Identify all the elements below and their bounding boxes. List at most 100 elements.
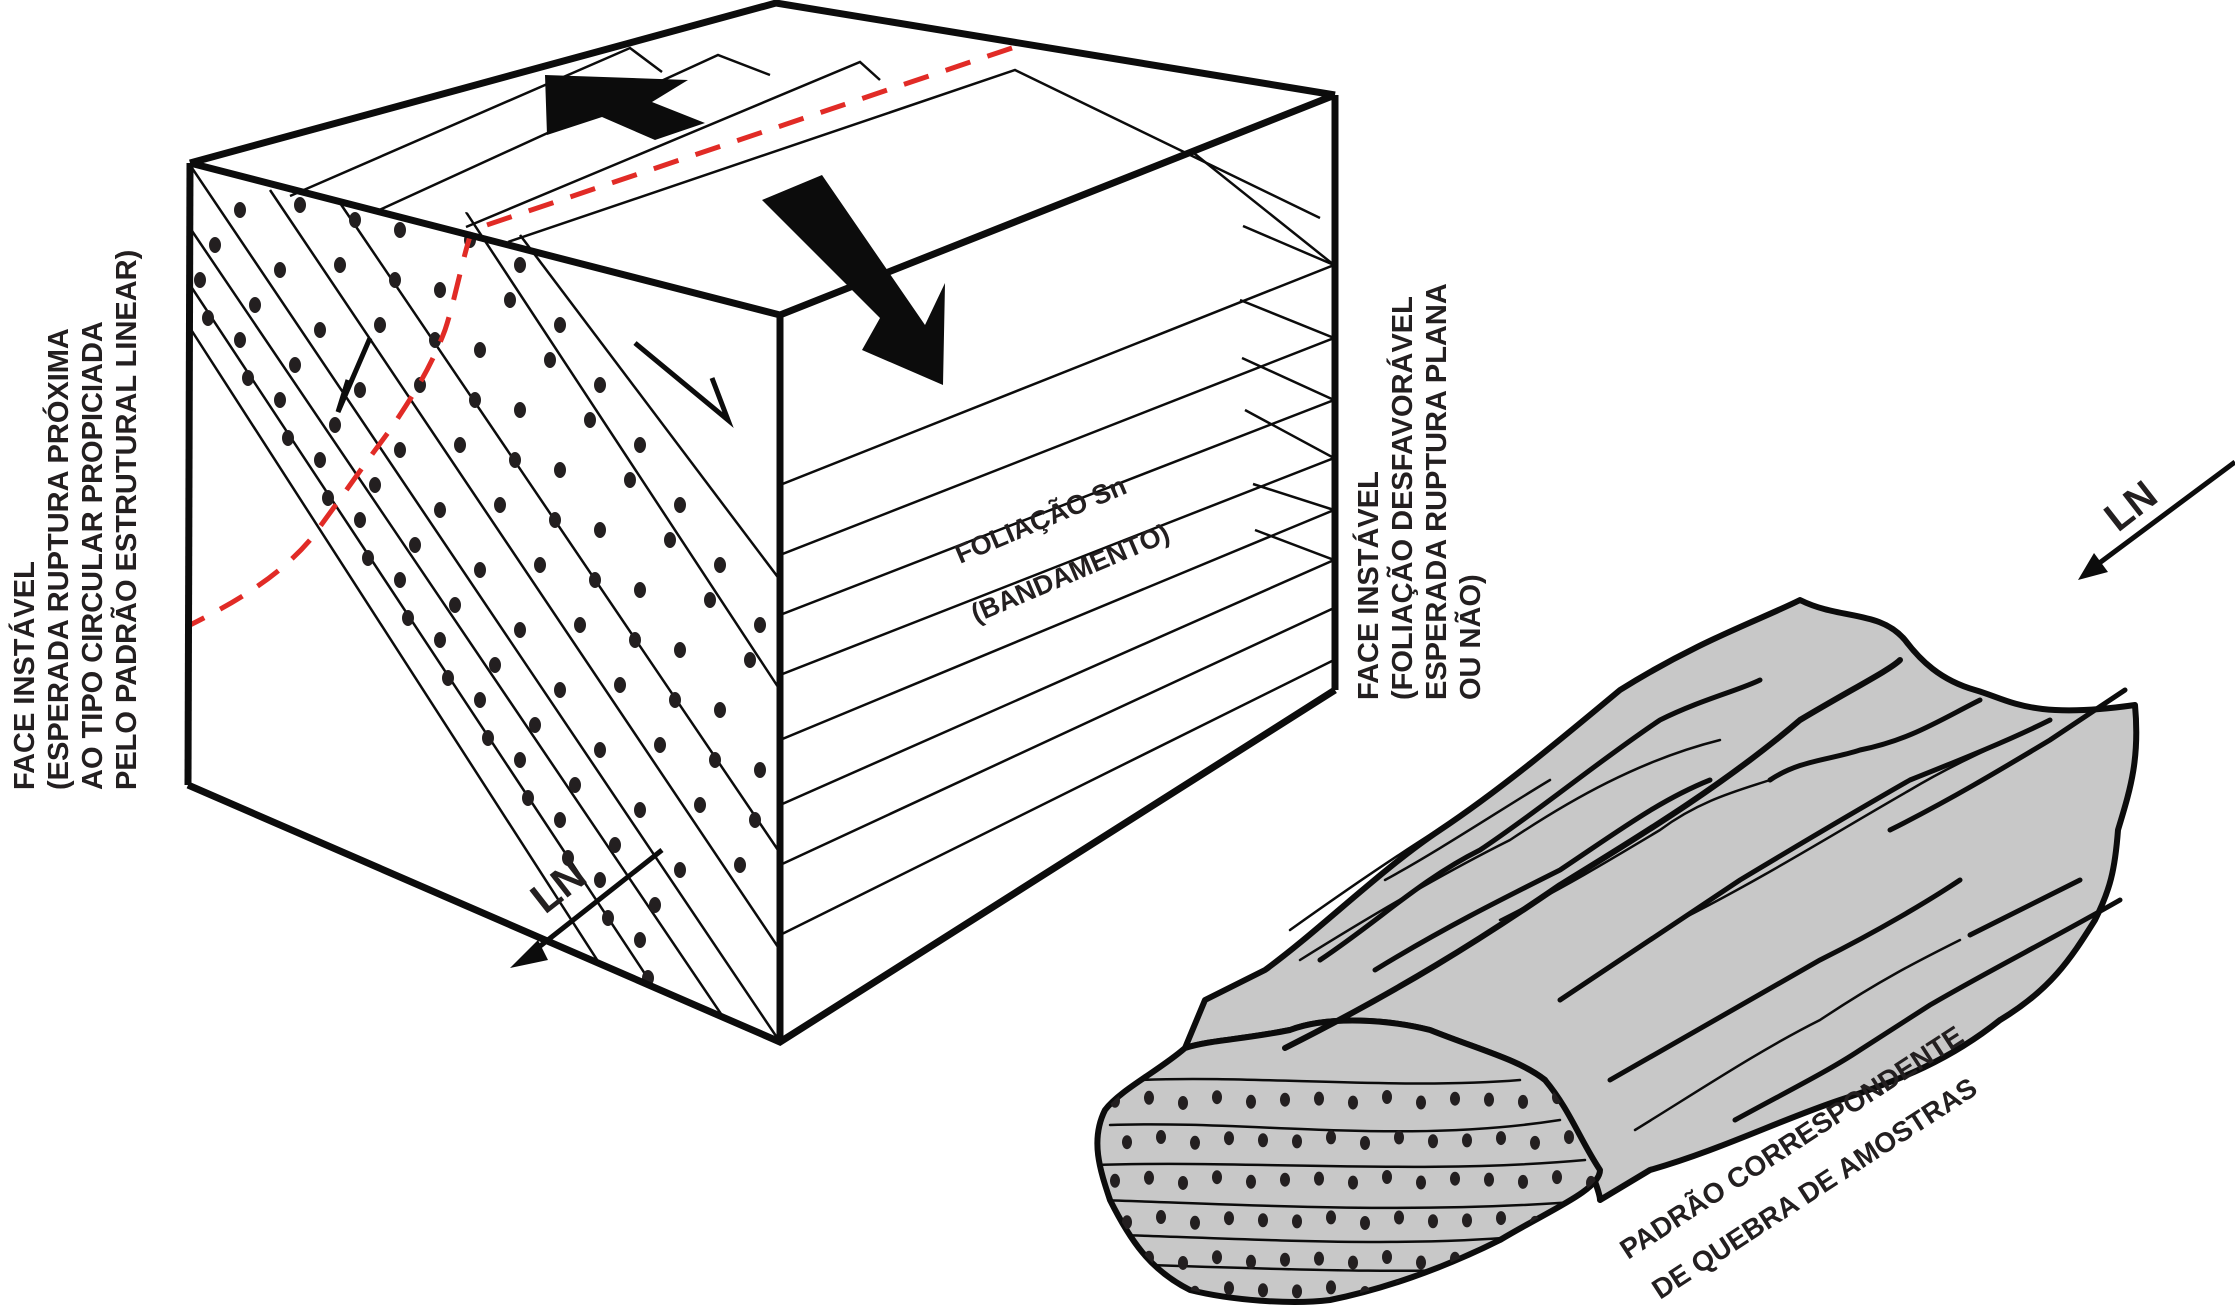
lineation-dot — [354, 512, 366, 528]
lineation-label-sample: LN — [2096, 473, 2165, 541]
foliation-line — [1607, 877, 1963, 1083]
lineation-dot — [634, 932, 646, 948]
sample-dot — [1496, 1211, 1506, 1226]
lineation-dot — [354, 382, 366, 398]
lineation-dot — [649, 897, 661, 913]
lineation-dot — [249, 297, 261, 313]
top-face-lines — [289, 46, 1335, 266]
lineation-dot — [454, 437, 466, 453]
lineation-dot — [574, 617, 586, 633]
right-face-label: FACE INSTÁVEL (FOLIAÇÃO DESFAVORÁVEL ESP… — [1351, 283, 1487, 700]
sample-dot — [1246, 1174, 1256, 1189]
lineation-dot — [754, 762, 766, 778]
sample-dot — [1190, 1215, 1200, 1230]
lineation-dot — [594, 522, 606, 538]
lineation-dot — [544, 352, 556, 368]
sample-dot — [1416, 1255, 1426, 1270]
lineation-dot — [474, 692, 486, 708]
left-face-label-line2: (ESPERADA RUPTURA PRÓXIMA — [41, 328, 75, 790]
lineation-dot — [442, 670, 454, 686]
lineation-dot — [834, 882, 846, 898]
lineation-arrow-block: LN — [510, 848, 664, 968]
foliation-line — [1317, 677, 1763, 963]
lineation-dot — [274, 392, 286, 408]
lineation-dot — [514, 622, 526, 638]
lineation-dot — [834, 737, 846, 753]
sample-dot — [1518, 1254, 1528, 1269]
lineation-dot — [334, 257, 346, 273]
lineation-dot — [314, 452, 326, 468]
lineation-dot — [314, 322, 326, 338]
lineation-dot — [874, 797, 886, 813]
left-face-label: FACE INSTÁVEL (ESPERADA RUPTURA PRÓXIMA … — [7, 250, 143, 790]
rock-sample-foliation — [1282, 657, 2128, 1132]
lineation-dot — [714, 557, 726, 573]
lineation-plane — [190, 227, 742, 1042]
lineation-dot — [634, 802, 646, 818]
lineation-dot — [694, 797, 706, 813]
sample-dot — [1382, 1090, 1392, 1105]
lineation-dot — [754, 617, 766, 633]
foliation-plane — [780, 398, 1334, 617]
lineation-dot — [389, 272, 401, 288]
lineation-dot — [594, 377, 606, 393]
lineation-dot — [654, 737, 666, 753]
lineation-arrow-shaft — [523, 848, 664, 960]
lineation-dot — [554, 812, 566, 828]
lineation-dot — [504, 292, 516, 308]
sample-dot — [1144, 1170, 1154, 1185]
foliation-line — [1372, 777, 1713, 973]
lineation-dot — [522, 790, 534, 806]
lineation-plane — [190, 284, 692, 1042]
fine-foliation-line — [1288, 808, 1472, 932]
foliation-tick — [1242, 224, 1334, 267]
lineation-dot — [209, 237, 221, 253]
left-face-label-line3: AO TIPO CIRCULAR PROPICIADA — [77, 321, 109, 790]
sample-dot — [1450, 1091, 1460, 1106]
sample-dot — [1348, 1255, 1358, 1270]
lineation-dot — [674, 862, 686, 878]
lineation-dot — [634, 437, 646, 453]
sample-dot — [1394, 1210, 1404, 1225]
end-face-bands — [1097, 1077, 1600, 1273]
sample-dot — [1212, 1170, 1222, 1185]
shear-sense-arrow-down-icon — [633, 341, 734, 428]
right-face-label-line4: OU NÃO) — [1453, 574, 1487, 700]
lineation-plane — [519, 234, 780, 581]
lineation-dot — [234, 202, 246, 218]
lineation-dot — [494, 497, 506, 513]
sample-dot — [1156, 1210, 1166, 1225]
sample-dot — [1122, 1215, 1132, 1230]
top-foliation-trace — [465, 60, 881, 229]
lineation-dot — [784, 712, 796, 728]
fine-foliation-line — [1298, 738, 1722, 962]
sample-dot — [1416, 1095, 1426, 1110]
lineation-dot — [469, 392, 481, 408]
fine-foliation-line — [1633, 938, 1962, 1132]
sample-dot — [1212, 1090, 1222, 1105]
lineation-dot — [562, 850, 574, 866]
right-face-label-line1: FACE INSTÁVEL — [1351, 471, 1385, 700]
sample-dot — [1428, 1134, 1438, 1149]
sample-dot — [1428, 1284, 1438, 1299]
lineation-dot — [554, 462, 566, 478]
sample-dot — [1122, 1135, 1132, 1150]
sample-dot — [1190, 1135, 1200, 1150]
extension-arrow-nw-icon — [545, 75, 705, 140]
lineation-dot — [234, 332, 246, 348]
sample-dot — [1178, 1175, 1188, 1190]
top-edge-trace — [1189, 149, 1335, 266]
sample-dot — [1564, 1130, 1574, 1145]
lineation-dot — [514, 257, 526, 273]
lineation-dot — [554, 682, 566, 698]
lineation-dot — [709, 752, 721, 768]
lineation-dot — [584, 412, 596, 428]
lineation-dot — [409, 537, 421, 553]
right-face-planes — [780, 224, 1334, 937]
block-diagram: LN FOLIAÇÃO Sn (BANDAMENTO) — [184, 0, 1339, 1046]
sample-dot — [1484, 1252, 1494, 1267]
left-face-label-line4: PELO PADRÃO ESTRUTURAL LINEAR) — [109, 250, 143, 790]
lineation-dot — [289, 357, 301, 373]
sample-dot — [1292, 1284, 1302, 1299]
